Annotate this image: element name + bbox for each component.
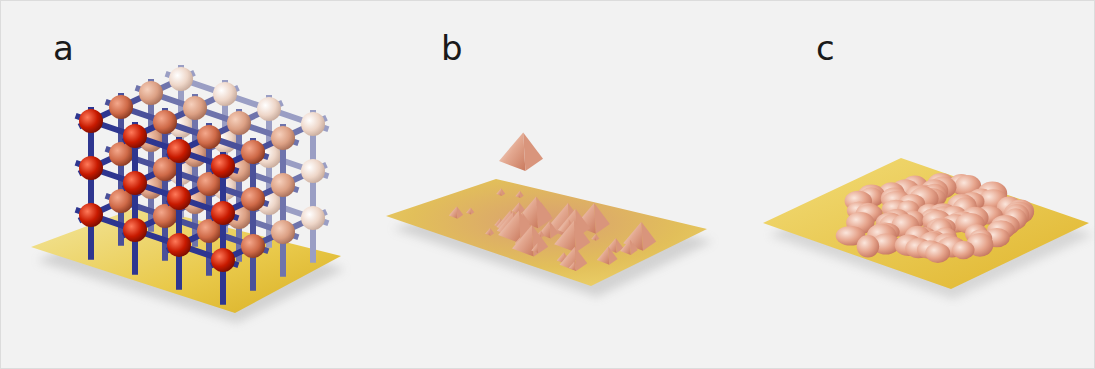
lattice-atom [123, 124, 147, 148]
nanocrystal-islands [449, 132, 656, 271]
particle-film [836, 173, 1034, 263]
lattice-atom [271, 173, 295, 197]
lattice-atom [197, 125, 221, 149]
particle [925, 243, 950, 263]
lattice-atom [301, 112, 325, 136]
lattice-atom [211, 154, 235, 178]
pyramid-island [531, 243, 538, 253]
pyramid-island [471, 207, 475, 214]
pyramid-island [457, 206, 463, 219]
lattice-atom [241, 140, 265, 164]
lattice-atom [139, 81, 163, 105]
panel-label: c [816, 31, 835, 65]
pyramid-island [575, 247, 588, 271]
lattice-atom [123, 171, 147, 195]
pyramid-island [523, 132, 543, 171]
pyramid-island [538, 243, 543, 253]
pyramid-island [620, 240, 631, 255]
pyramid-island [560, 247, 577, 271]
pyramid-island [541, 231, 545, 238]
pyramid-island [501, 188, 505, 196]
lattice-atom [211, 201, 235, 225]
lattice-atom [227, 111, 251, 135]
lattice-atom [183, 96, 207, 120]
pyramid-island [466, 207, 471, 214]
pyramid-island [490, 228, 494, 236]
lattice-atom [271, 126, 295, 150]
pyramid-island [574, 221, 590, 253]
pyramid-island [498, 211, 521, 244]
lattice-atom [79, 156, 103, 180]
lattice-atom [79, 203, 103, 227]
pyramid-island [630, 240, 638, 255]
lattice-atom [109, 95, 133, 119]
lattice-atom [123, 218, 147, 242]
pyramid-island [597, 247, 609, 265]
lattice-atom [79, 109, 103, 133]
pyramid-island [596, 234, 600, 241]
crystal-lattice [76, 65, 329, 305]
pyramid-island [515, 191, 520, 198]
pyramid-island [512, 225, 534, 257]
lattice-atom [169, 67, 193, 91]
panel-label: b [441, 31, 463, 65]
lattice-atom [167, 139, 191, 163]
lattice-atom [257, 97, 281, 121]
panel-label: a [53, 31, 74, 65]
pyramid-island [499, 132, 525, 171]
pyramid-island [608, 247, 617, 265]
pyramid-island [496, 188, 501, 196]
lattice-atom [241, 187, 265, 211]
lattice-atom [301, 159, 325, 183]
pyramid-island [574, 262, 578, 271]
pyramid-island [485, 228, 490, 236]
pyramid-island [591, 234, 596, 241]
pyramid-island [594, 203, 610, 234]
lattice-atom [271, 220, 295, 244]
pyramid-island [520, 191, 524, 198]
pyramid-island [550, 221, 559, 238]
pyramid-island [449, 206, 458, 219]
lattice-atom [167, 233, 191, 257]
lattice-atom [167, 186, 191, 210]
lattice-atom [301, 206, 325, 230]
lattice-atom [211, 248, 235, 272]
lattice-atom [241, 234, 265, 258]
pyramid-island [569, 262, 575, 271]
particle [857, 235, 880, 257]
pyramid-island [554, 221, 576, 253]
particle [952, 241, 975, 259]
lattice-atom [213, 82, 237, 106]
lattice-atom [153, 110, 177, 134]
pyramid-island [532, 225, 548, 257]
pyramid-island [641, 222, 656, 251]
